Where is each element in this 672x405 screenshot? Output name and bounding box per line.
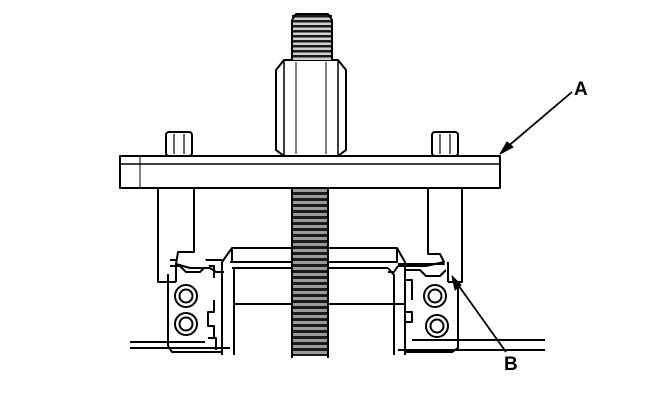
left-bolt-head <box>165 131 193 157</box>
leader-line-a <box>499 91 573 155</box>
callout-label-a: A <box>574 79 588 100</box>
forcing-screw <box>291 186 329 358</box>
bearing-balls-left <box>174 284 198 336</box>
right-jaw <box>388 173 463 283</box>
right-bolt-head <box>431 131 459 157</box>
housing-right <box>398 339 545 351</box>
leader-line-b <box>451 275 507 353</box>
top-threaded-stud <box>291 13 333 60</box>
hex-nut <box>275 59 347 157</box>
bearing-balls-right <box>423 284 449 338</box>
puller-crossbar <box>119 155 501 189</box>
callout-label-b: B <box>504 354 518 375</box>
